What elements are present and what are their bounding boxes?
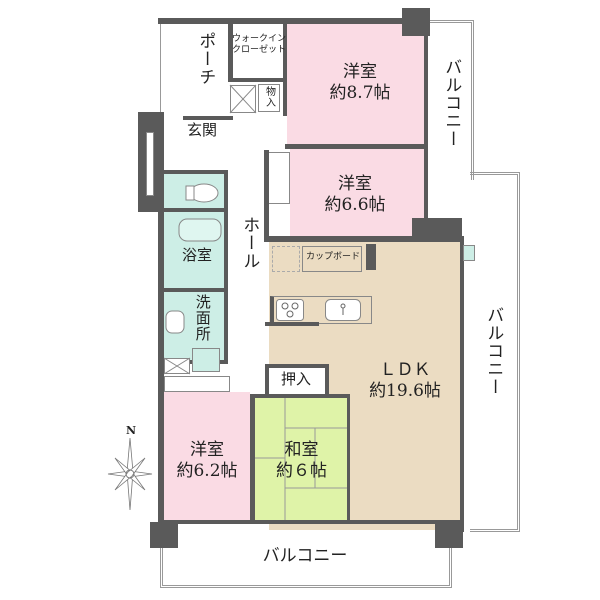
bedroom-1-east-wall	[424, 24, 428, 242]
toilet-icon	[185, 183, 219, 203]
entrance-west-window	[146, 132, 154, 196]
bathroom-label: 浴室	[182, 246, 213, 264]
entrance-side-wall	[158, 112, 164, 402]
sink-icon	[325, 299, 361, 321]
utility-cross-icon	[163, 357, 191, 375]
cupboard	[302, 246, 362, 272]
bedroom-3-east-wall	[250, 394, 255, 524]
top-wall	[158, 18, 426, 24]
bedroom-3-size: 約6.2帖	[176, 461, 238, 482]
japanese-room-size: 約６帖	[276, 461, 327, 482]
bedroom-1-south-wall	[285, 144, 427, 149]
japanese-room-east-wall	[347, 398, 350, 522]
bottom-wall	[158, 520, 464, 524]
balcony-east-outline-upper	[430, 20, 474, 180]
ldk-east-wall	[460, 242, 464, 532]
washroom-label: 洗面所	[193, 294, 212, 342]
entrance[interactable]	[183, 116, 233, 156]
hall-label: ホール	[239, 216, 260, 270]
bathtub-icon	[178, 218, 222, 242]
bedroom-2-west-wall	[264, 150, 269, 240]
bedroom-2-label: 洋室 約6.6帖	[305, 174, 405, 217]
walk-in-closet-label: ウォークイン クローゼット	[232, 34, 287, 57]
balcony-east-upper-label: バルコニー	[441, 58, 462, 148]
oshiire-label: 押入	[281, 370, 312, 388]
bedroom-1-label: 洋室 約8.7帖	[310, 62, 410, 105]
corner-pillar-bottom-right	[435, 522, 463, 548]
walk-in-closet-label-1: ウォークイン	[232, 34, 287, 44]
bedroom-3[interactable]	[164, 392, 250, 522]
oshiire-closet[interactable]	[265, 364, 329, 396]
stove-icon	[276, 299, 304, 321]
walk-in-closet	[228, 24, 285, 82]
hall[interactable]	[233, 116, 265, 361]
corner-pillar-bottom-left	[150, 522, 178, 548]
balcony-south-label: バルコニー	[262, 546, 348, 566]
ldk-label: ＬＤＫ 約19.6帖	[355, 360, 455, 403]
oshiire-bottom-wall	[250, 394, 350, 398]
compass-north-label: N	[126, 424, 137, 437]
balcony-east-outline-lower	[470, 172, 520, 532]
entrance-label: 玄関	[187, 121, 218, 139]
laundry-pan	[192, 348, 220, 372]
bedroom-3-west-wall	[158, 400, 164, 524]
bedroom-1[interactable]	[287, 24, 425, 146]
bedroom-3-name: 洋室	[190, 440, 224, 460]
porch-area	[160, 20, 228, 116]
bedroom-2-name: 洋室	[338, 174, 372, 194]
storage-label: 物入	[263, 86, 275, 108]
japanese-room-name: 和室	[284, 440, 319, 460]
walk-in-closet-label-2: クローゼット	[232, 45, 287, 56]
fridge-space	[272, 246, 300, 272]
storage-cross-icon	[229, 84, 257, 114]
bedroom-2-south-wall	[264, 236, 464, 242]
japanese-room[interactable]	[255, 398, 348, 522]
storage-room	[258, 84, 280, 112]
bedroom-3-label: 洋室 約6.2帖	[164, 440, 250, 483]
bedroom-2-size: 約6.6帖	[324, 195, 386, 216]
ldk-name: ＬＤＫ	[379, 360, 431, 380]
porch-label: ポーチ	[195, 32, 216, 86]
balcony-south-outline	[160, 540, 452, 588]
kitchen-counter-base	[265, 322, 319, 326]
bedroom-1-size: 約8.7帖	[329, 83, 391, 104]
cupboard-label: カップボード	[306, 252, 361, 262]
tatami-lines	[255, 398, 348, 522]
ldk-pillar-small	[366, 244, 376, 270]
bedroom-1-west-wall	[283, 24, 287, 116]
compass-rose-icon	[107, 437, 153, 511]
bedroom-1-name: 洋室	[343, 62, 377, 82]
balcony-east-lower-label: バルコニー	[483, 306, 504, 396]
japanese-room-label: 和室 約６帖	[255, 440, 348, 483]
pillar-right-mid	[412, 218, 462, 244]
bedroom-3-closet	[164, 376, 230, 392]
bedroom-2[interactable]	[290, 149, 424, 237]
bedroom-2-closet	[268, 152, 290, 204]
washbasin-icon	[165, 310, 185, 334]
ac-unit	[463, 245, 475, 261]
ldk-size: 約19.6帖	[369, 381, 441, 402]
